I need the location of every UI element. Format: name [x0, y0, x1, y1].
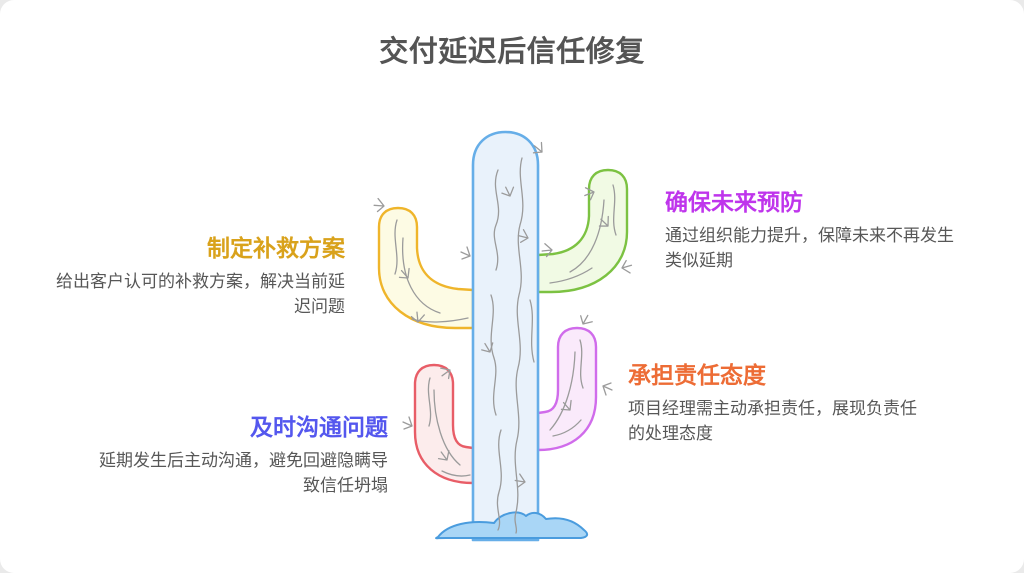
- cactus-illustration: [371, 130, 636, 542]
- section-prevention-body: 通过组织能力提升，保障未来不再发生类似延期: [665, 226, 954, 270]
- section-communication-body: 延期发生后主动沟通，避免回避隐瞒导致信任坍塌: [99, 451, 388, 495]
- section-communication: 及时沟通问题 延期发生后主动沟通，避免回避隐瞒导致信任坍塌: [88, 414, 388, 498]
- section-remedy-heading: 制定补救方案: [207, 235, 345, 261]
- section-responsibility-body: 项目经理需主动承担责任，展现负责任的处理态度: [628, 399, 917, 443]
- cactus-arm-top-left: [377, 206, 475, 330]
- section-responsibility: 承担责任态度 项目经理需主动承担责任，展现负责任的处理态度: [628, 362, 928, 446]
- section-communication-heading: 及时沟通问题: [250, 414, 388, 440]
- section-remedy-body: 给出客户认可的补救方案，解决当前延迟问题: [56, 272, 345, 316]
- section-prevention-heading: 确保未来预防: [665, 189, 803, 215]
- section-prevention: 确保未来预防 通过组织能力提升，保障未来不再发生类似延期: [665, 189, 965, 273]
- cactus-trunk: [471, 130, 540, 542]
- cactus-base-mound: [435, 511, 589, 540]
- section-responsibility-heading: 承担责任态度: [628, 362, 766, 388]
- section-remedy: 制定补救方案 给出客户认可的补救方案，解决当前延迟问题: [45, 235, 345, 319]
- cactus-detail-lines: [371, 140, 636, 534]
- cactus-arm-bottom-left: [413, 363, 475, 485]
- page-title: 交付延迟后信任修复: [379, 36, 645, 68]
- cactus-arm-top-right: [536, 168, 629, 294]
